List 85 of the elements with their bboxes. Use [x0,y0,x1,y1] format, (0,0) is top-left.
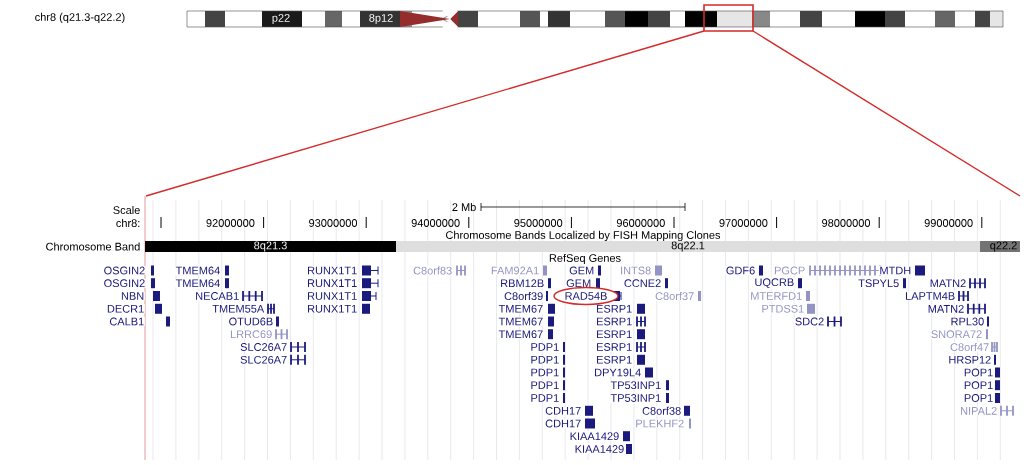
gene-label: CDH17 [544,406,582,416]
coordinate-label: 98000000 [822,219,871,227]
gene-label: TMEM67 [498,304,544,314]
coordinate-label: 93000000 [309,219,358,227]
gene-label: TMEM55A [211,304,265,314]
gene-label: PDP1 [529,393,560,403]
chromosome-band: q22.2 [980,241,1020,252]
gene-label: TP53INP1 [609,393,662,403]
gene-label: LAPTM4B [904,291,956,301]
gene-label: TMEM64 [175,278,221,288]
gene-label: PTDSS1 [760,304,805,314]
gene-label: INTS8 [619,266,652,275]
gene-label: DPY19L4 [593,368,642,377]
track-label: Scale [113,205,140,215]
coordinate-label: 94000000 [411,219,460,227]
coordinate-label: 97000000 [719,219,768,227]
track-heading: Chromosome Bands Localized by FISH Mapping Clones [446,230,721,242]
gene-label: C8orf38 [641,406,682,416]
gene-label: HRSP12 [947,355,992,365]
gene-label: RUNX1T1 [306,291,358,301]
gene-label: DECR1 [106,304,145,314]
gene-label: RUNX1T1 [306,304,358,314]
gene-label: MTDH [878,266,912,275]
gene-label: TSPYL5 [857,278,900,288]
gene-label: CALB1 [108,317,145,326]
band-label: p22 [272,14,290,24]
gene-label: ESRP1 [595,317,633,326]
gene-label: RUNX1T1 [306,266,358,275]
gene-label: TP53INP1 [609,380,662,390]
gene-label: TMEM67 [498,317,544,326]
gene-label: C8orf37 [654,291,695,301]
coordinate-label: 92000000 [206,219,255,227]
gene-label: CCNE2 [623,278,662,288]
gene-label: POP1 [963,380,994,390]
gene-label: C8orf83 [412,265,453,276]
gene-label: SLC26A7 [239,355,288,365]
coordinate-label: 99000000 [924,219,973,227]
gene-label: POP1 [963,368,994,377]
coordinate-label: 95000000 [514,219,563,227]
gene-label: NECAB1 [194,291,240,301]
gene-label: ESRP1 [595,329,633,339]
gene-label: C8orf39 [503,291,544,301]
gene-label: GEM [568,266,595,275]
track-title: chr8 (q21.3-q22.2) [35,12,125,24]
gene-label: TMEM67 [498,329,544,339]
gene-label: RUNX1T1 [306,278,358,288]
gene-label: OSGIN2 [103,278,146,288]
gene-label: SDC2 [794,317,825,326]
gene-label: PDP1 [529,342,560,352]
track-label: Chromosome Band [46,242,140,251]
gene-label: CDH17 [544,419,582,428]
gene-label: NBN [120,291,145,301]
gene-label: LRRC69 [229,329,273,339]
gene-label: RPL30 [949,317,985,326]
gene-label: KIAA1429 [569,431,620,441]
track-label: chr8: [116,218,140,228]
gene-label: PGCP [773,266,806,275]
gene-label: FAM92A1 [490,266,540,275]
gene-label: PDP1 [529,355,560,365]
gene-label: MTERFD1 [749,291,803,301]
gene-label: PDP1 [529,380,560,390]
gene-label: ESRP1 [595,355,633,365]
gene-label: C8orf47 [949,342,990,352]
gene-label: NIPAL2 [959,406,998,416]
gene-label: ESRP1 [595,304,633,314]
gene-label: KIAA1429 [574,444,625,454]
gene-label: UQCRB [753,277,795,289]
gene-label: PLEKHF2 [634,419,685,428]
band-label: 8p12 [369,14,393,24]
chromosome-band: 8q22.1 [396,241,980,252]
gene-label: MATN2 [929,278,967,288]
gene-label: ESRP1 [595,342,633,352]
gene-label: OTUD6B [228,317,274,326]
coordinate-label: 96000000 [616,219,665,227]
gene-label: SNORA72 [930,329,983,339]
gene-label: SLC26A7 [239,342,288,352]
gene-label: PDP1 [529,368,560,377]
gene-label: POP1 [963,393,994,403]
gene-label: RBM12B [499,278,545,288]
gene-label: GDF6 [725,266,756,275]
gene-label: TMEM64 [175,266,221,275]
gene-label: OSGIN2 [103,266,146,275]
scale-label: 2 Mb [452,202,476,212]
chromosome-band: 8q21.3 [145,241,396,252]
gene-label: MATN2 [927,304,965,314]
